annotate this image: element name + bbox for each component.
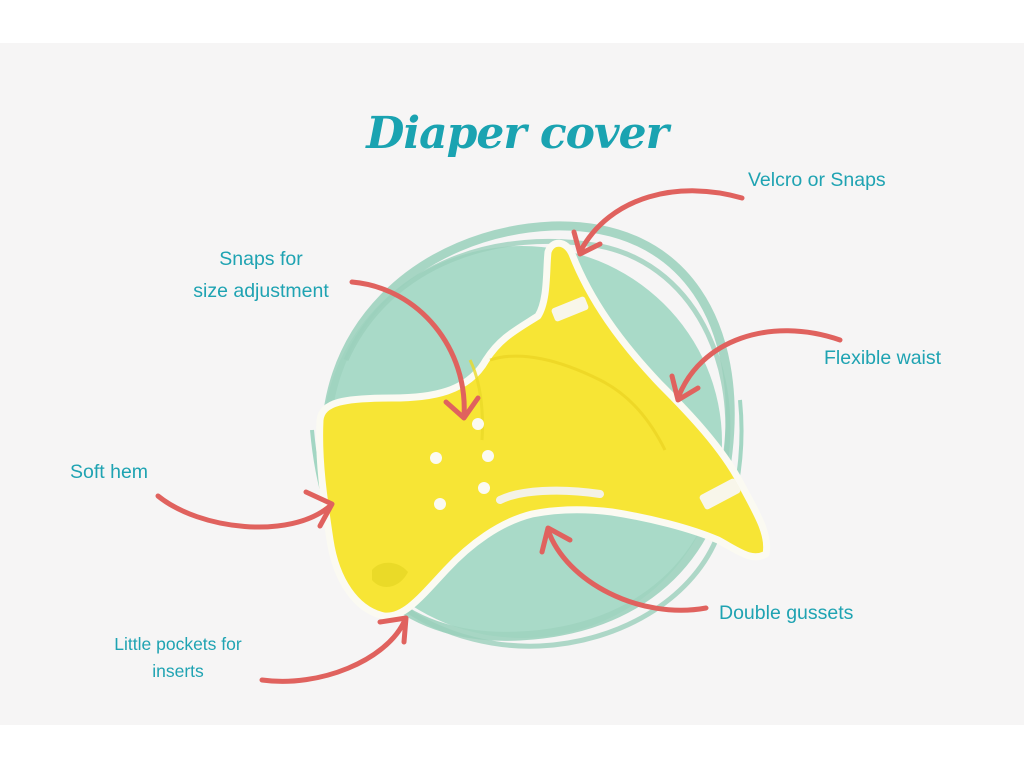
label-flexible-waist: Flexible waist: [824, 347, 942, 369]
label-double-gussets: Double gussets: [719, 602, 854, 624]
label-pockets-line1: Little pockets for: [114, 634, 242, 654]
arrow-hem: [155, 489, 335, 530]
page-title: Diaper cover: [366, 108, 669, 159]
label-velcro-or-snaps: Velcro or Snaps: [748, 169, 886, 191]
label-little-pockets: Little pockets for inserts: [92, 631, 264, 685]
label-snaps-size-adjustment: Snaps for size adjustment: [158, 243, 364, 307]
arrow-pockets: [259, 615, 409, 684]
arrow-velcro: [571, 188, 745, 257]
diaper-cover: [316, 239, 771, 620]
label-snaps-line2: size adjustment: [193, 280, 329, 302]
arrow-waist: [669, 328, 843, 403]
arrow-gussets: [539, 525, 709, 613]
label-pockets-line2: inserts: [152, 661, 204, 681]
label-soft-hem: Soft hem: [70, 461, 149, 483]
arrow-snaps: [349, 279, 481, 421]
label-snaps-line1: Snaps for: [219, 248, 303, 270]
